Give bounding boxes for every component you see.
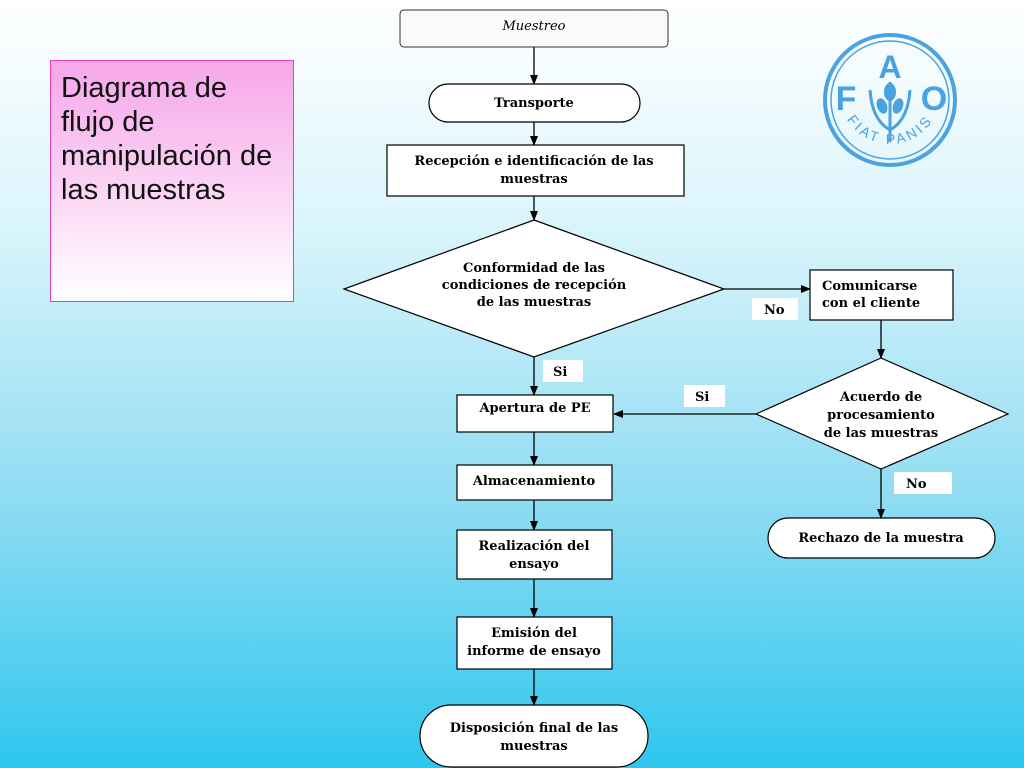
node-realizacion-line-1: Realización del [479, 539, 590, 554]
svg-text:F: F [836, 80, 857, 118]
node-comunicarse-line-1: Comunicarse [822, 279, 917, 294]
edge-label-conformidad-si: Si [543, 360, 583, 382]
svg-text:O: O [921, 80, 947, 118]
node-recepcion: Recepción e identificación de las muestr… [386, 144, 685, 197]
node-disposicion: Disposición final de las muestras [419, 704, 649, 768]
node-emision-line-1: Emisión del [491, 626, 577, 641]
node-acuerdo: Acuerdo de procesamiento de las muestras [754, 357, 1010, 470]
fao-logo-icon: F A O FIAT PANIS [823, 33, 957, 167]
node-recepcion-line-2: muestras [500, 172, 567, 187]
node-muestreo: Muestreo [399, 9, 669, 48]
node-emision: Emisión del informe de ensayo [456, 616, 613, 670]
node-apertura: Apertura de PE [456, 394, 614, 433]
edge-label-acuerdo-si: Si [684, 385, 725, 407]
node-comunicarse: Comunicarse con el cliente [809, 269, 954, 321]
node-rechazo: Rechazo de la muestra [767, 517, 996, 559]
node-disposicion-line-1: Disposición final de las [450, 721, 618, 736]
node-conformidad-line-2: condiciones de recepción [442, 278, 627, 293]
node-transporte-label: Transporte [494, 96, 574, 111]
edge-label-acuerdo-si-text: Si [695, 390, 709, 405]
node-comunicarse-line-2: con el cliente [822, 296, 920, 311]
node-emision-line-2: informe de ensayo [467, 644, 601, 659]
edge-label-conformidad-no-text: No [764, 303, 785, 318]
node-acuerdo-line-1: Acuerdo de [839, 390, 922, 405]
node-almacenamiento: Almacenamiento [456, 464, 613, 501]
edge-label-acuerdo-no: No [894, 472, 952, 494]
node-realizacion: Realización del ensayo [456, 529, 613, 580]
edge-label-conformidad-no: No [752, 298, 798, 320]
node-conformidad-line-3: de las muestras [477, 295, 592, 310]
svg-text:A: A [878, 49, 901, 85]
node-transporte: Transporte [428, 83, 641, 123]
edge-label-acuerdo-no-text: No [906, 477, 927, 492]
node-recepcion-line-1: Recepción e identificación de las [414, 154, 653, 169]
node-conformidad-line-1: Conformidad de las [463, 261, 605, 276]
node-muestreo-label: Muestreo [501, 19, 565, 34]
diagram-title: Diagrama de flujo de manipulación de las… [50, 60, 294, 302]
node-disposicion-line-2: muestras [500, 739, 567, 754]
node-conformidad: Conformidad de las condiciones de recepc… [342, 219, 726, 358]
node-realizacion-line-2: ensayo [509, 557, 559, 572]
edge-label-conformidad-si-text: Si [553, 365, 567, 380]
node-almacenamiento-label: Almacenamiento [472, 474, 596, 489]
node-apertura-label: Apertura de PE [478, 401, 590, 416]
node-acuerdo-line-2: procesamiento [827, 408, 935, 423]
connectors [530, 47, 885, 706]
node-acuerdo-line-3: de las muestras [824, 426, 939, 441]
node-rechazo-label: Rechazo de la muestra [798, 531, 964, 546]
